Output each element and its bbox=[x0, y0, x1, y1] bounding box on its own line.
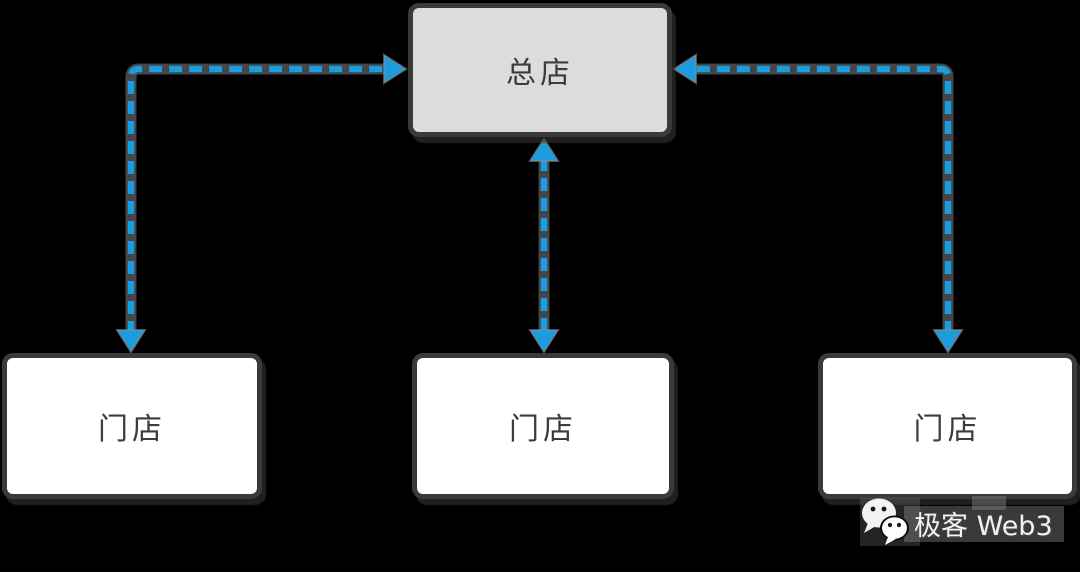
watermark-text: 极客 Web3 bbox=[914, 511, 1053, 542]
arrowhead-into-branch-right bbox=[932, 329, 964, 354]
watermark: 极客 Web3 bbox=[852, 494, 1067, 552]
connector-right-branch-headquarters bbox=[672, 53, 964, 354]
arrowhead-into-headquarters-bottom bbox=[528, 137, 560, 162]
node-branch-middle: 门店 bbox=[412, 353, 674, 499]
node-headquarters-label: 总店 bbox=[506, 56, 574, 91]
arrowhead-into-headquarters-left bbox=[383, 53, 408, 85]
connector-middle-branch-headquarters bbox=[528, 137, 560, 354]
watermark-artifact-block bbox=[972, 496, 1006, 510]
node-branch-right-label: 门店 bbox=[913, 412, 982, 447]
watermark-artifact-block bbox=[904, 506, 1064, 542]
node-branch-left: 门店 bbox=[2, 353, 262, 499]
arrowhead-into-branch-left bbox=[115, 329, 147, 354]
connector-left-branch-headquarters bbox=[115, 53, 408, 354]
node-headquarters: 总店 bbox=[408, 3, 672, 137]
node-branch-left-label: 门店 bbox=[98, 412, 166, 447]
arrowhead-into-branch-middle bbox=[528, 329, 560, 354]
wechat-icon bbox=[862, 498, 909, 545]
arrowhead-into-headquarters-right bbox=[672, 53, 697, 85]
node-branch-middle-label: 门店 bbox=[509, 412, 577, 447]
node-branch-right: 门店 bbox=[818, 353, 1077, 499]
